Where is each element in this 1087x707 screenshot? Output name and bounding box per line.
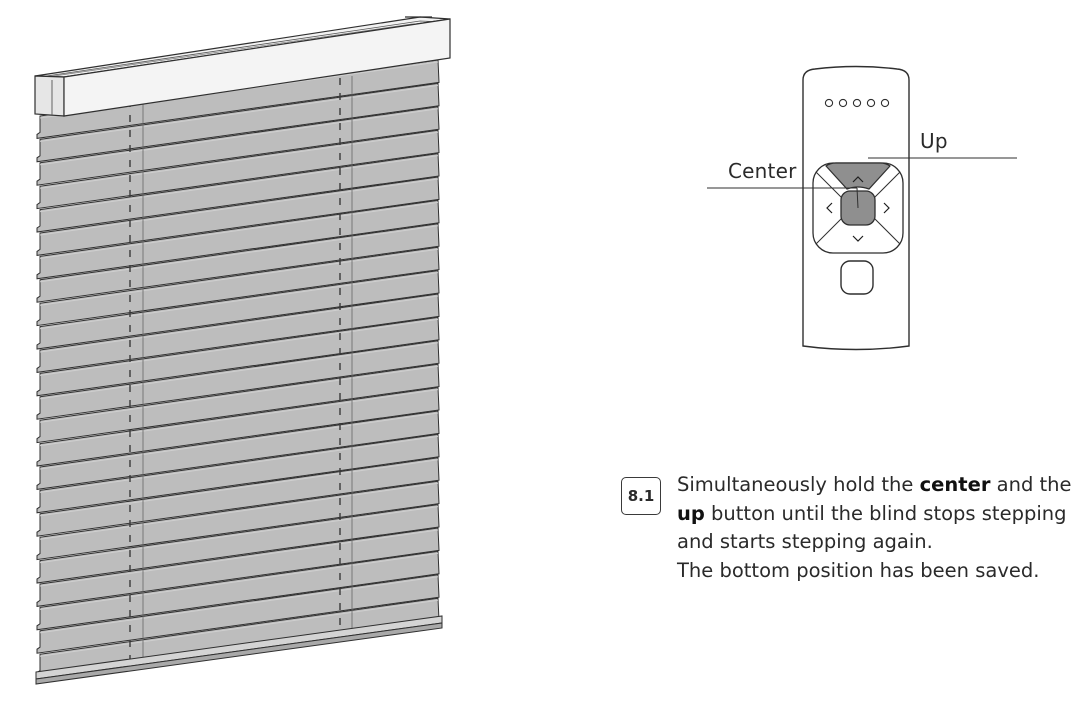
blind-slat-highlight: [39, 318, 439, 376]
blind-slat-highlight: [39, 506, 439, 564]
blind-slat: [36, 176, 440, 256]
blind-slat: [36, 433, 440, 514]
blind-slat: [36, 153, 440, 233]
chevron-left-icon[interactable]: [826, 202, 833, 214]
blind-slat: [36, 293, 440, 373]
ladder-cords: [129, 76, 353, 668]
channel-led-icon: [838, 98, 848, 108]
blind-slat: [36, 199, 440, 280]
blind-slat: [36, 363, 440, 444]
blind-slat-highlight: [39, 389, 439, 447]
blind-slat: [36, 340, 440, 420]
blind-slat-highlight: [39, 342, 439, 400]
blind-slat: [36, 387, 440, 467]
blind-slat: [36, 574, 440, 654]
blind-slat: [36, 82, 440, 163]
channel-indicator-leds: [824, 98, 890, 108]
instruction-text-part: button until the blind stops stepping an…: [677, 501, 1067, 554]
instruction-step: Simultaneously hold the center and the u…: [677, 471, 1082, 557]
blind-slat-highlight: [39, 295, 439, 353]
channel-led-icon: [824, 98, 834, 108]
blind-slat: [36, 129, 440, 210]
blind-slat-highlight: [39, 272, 439, 330]
channel-led-icon: [866, 98, 876, 108]
instruction-bold-center: center: [919, 473, 991, 496]
blind-slat: [36, 527, 440, 607]
blind-slat-highlight: [39, 576, 439, 634]
blind-slat-highlight: [39, 201, 439, 259]
blind-slat-highlight: [39, 131, 439, 189]
blind-slat: [36, 316, 440, 397]
blind-slat: [36, 410, 440, 490]
bottom-rail: [35, 615, 443, 685]
channel-led-icon: [880, 98, 890, 108]
stop-button[interactable]: [840, 260, 874, 295]
blind-slat-highlight: [39, 482, 439, 540]
blind-slat: [36, 270, 440, 350]
blind-slat-highlight: [39, 155, 439, 213]
blind-slat-highlight: [39, 529, 439, 587]
step-number-badge: 8.1: [621, 477, 661, 515]
blind-slat-highlight: [39, 552, 439, 610]
instruction-result: The bottom position has been saved.: [677, 558, 1040, 582]
blind-slat-highlight: [39, 599, 439, 657]
channel-led-icon: [852, 98, 862, 108]
instruction-text-part: and the: [990, 473, 1072, 496]
blind-slat-highlight: [39, 248, 439, 306]
blind-slat: [36, 106, 440, 186]
blind-slat: [36, 246, 440, 327]
blind-slat-highlight: [39, 435, 439, 493]
instruction-text: Simultaneously hold the center and the u…: [677, 471, 1082, 585]
blind-slat-highlight: [39, 412, 439, 470]
instruction-bold-up: up: [677, 501, 705, 525]
blind-slat-highlight: [39, 365, 439, 423]
blind-slats: [36, 59, 440, 678]
headrail: [34, 16, 451, 117]
blind-slat-highlight: [39, 178, 439, 236]
instruction-text-part: Simultaneously hold the: [677, 473, 920, 496]
blind-slat: [36, 480, 440, 561]
chevron-down-icon[interactable]: [852, 235, 864, 242]
up-button[interactable]: [825, 162, 891, 190]
blind-slat-highlight: [39, 225, 439, 283]
blind-slat-highlight: [39, 108, 439, 166]
center-label: Center: [728, 159, 797, 183]
chevron-up-icon: [852, 176, 864, 183]
chevron-right-icon[interactable]: [883, 202, 890, 214]
up-label: Up: [920, 129, 948, 153]
blind-slat: [36, 457, 440, 537]
blind-slat: [36, 550, 440, 631]
blind-slat-highlight: [39, 459, 439, 517]
blind-slat: [36, 504, 440, 584]
blind-slat-highlight: [39, 84, 439, 142]
blind-slat: [36, 223, 440, 303]
